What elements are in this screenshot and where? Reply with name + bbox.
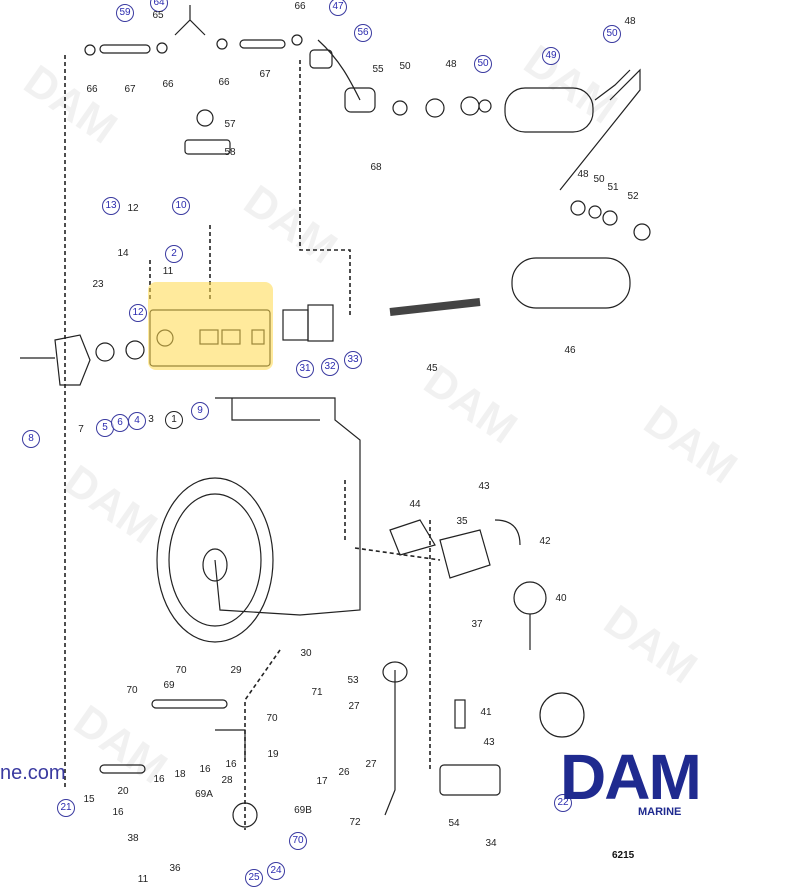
callout-label: 35 [456, 516, 468, 527]
callout-label: 51 [607, 182, 619, 193]
callout-label: 46 [564, 345, 576, 356]
callout-label: 37 [471, 619, 483, 630]
callout-label: 30 [300, 648, 312, 659]
callout-label: 67 [124, 84, 136, 95]
callout-label: 48 [445, 59, 457, 70]
callout-label: 59 [116, 4, 134, 22]
callout-label: 69 [163, 680, 175, 691]
logo-subtitle: MARINE [638, 806, 682, 818]
callout-label: 18 [174, 769, 186, 780]
callout-label: 66 [294, 1, 306, 12]
callout-label: 26 [338, 767, 350, 778]
callout-label: 27 [348, 701, 360, 712]
callout-label: 32 [321, 358, 339, 376]
callout-label: 52 [627, 191, 639, 202]
callout-label: 50 [399, 61, 411, 72]
callout-label: 11 [137, 874, 149, 885]
callout-label: 50 [593, 174, 605, 185]
dam-logo: DAM [560, 741, 702, 813]
callout-label: 23 [92, 279, 104, 290]
callout-label: 17 [316, 776, 328, 787]
callout-label: 66 [162, 79, 174, 90]
callout-label: 48 [577, 169, 589, 180]
callout-label: 2 [165, 245, 183, 263]
callout-label: 25 [245, 869, 263, 887]
callout-label: 9 [191, 402, 209, 420]
callout-label: 16 [112, 807, 124, 818]
callout-label: 68 [370, 162, 382, 173]
callout-label: 15 [83, 794, 95, 805]
callout-label: 7 [78, 424, 84, 435]
callout-label: 16 [153, 774, 165, 785]
callout-label: 70 [289, 832, 307, 850]
callout-label: 48 [624, 16, 636, 27]
callout-label: 1 [165, 411, 183, 429]
callout-label: 66 [86, 84, 98, 95]
callout-label: 45 [426, 363, 438, 374]
callout-label: 70 [126, 685, 138, 696]
callout-label: 41 [480, 707, 492, 718]
callout-label: 12 [129, 304, 147, 322]
callout-label: 72 [349, 817, 361, 828]
callout-label: 36 [169, 863, 181, 874]
callout-label: 66 [218, 77, 230, 88]
callout-label: 3 [148, 414, 154, 425]
callout-label: 47 [329, 0, 347, 16]
callout-label: 33 [344, 351, 362, 369]
callout-label: 71 [311, 687, 323, 698]
callout-label: 8 [22, 430, 40, 448]
callout-label: 44 [409, 499, 421, 510]
callout-label: 34 [485, 838, 497, 849]
callout-label: 43 [478, 481, 490, 492]
callout-label: 20 [117, 786, 129, 797]
callout-label: 58 [224, 147, 236, 158]
callout-label: 11 [162, 266, 174, 277]
callout-label: 31 [296, 360, 314, 378]
callout-label: 49 [542, 47, 560, 65]
callout-label: 6 [111, 414, 129, 432]
figure-number: 6215 [612, 850, 635, 861]
callout-label: 40 [555, 593, 567, 604]
callout-label: 69A [195, 789, 213, 800]
callout-label: 24 [267, 862, 285, 880]
callout-label: 65 [152, 10, 164, 21]
callout-label: 50 [603, 25, 621, 43]
callout-label: 54 [448, 818, 460, 829]
callout-label: 13 [102, 197, 120, 215]
callout-label: 70 [175, 665, 187, 676]
callout-label: 21 [57, 799, 75, 817]
highlighted-part-region [148, 282, 273, 370]
callout-label: 38 [127, 833, 139, 844]
callout-label: 42 [539, 536, 551, 547]
callout-label: 22 [554, 794, 572, 812]
callout-label: 27 [365, 759, 377, 770]
callout-label: 29 [230, 665, 242, 676]
callout-label: 16 [225, 759, 237, 770]
website-text[interactable]: ne.com [0, 762, 66, 784]
callout-label: 67 [259, 69, 271, 80]
callout-label: 70 [266, 713, 278, 724]
callout-label: 43 [483, 737, 495, 748]
callout-label: 55 [372, 64, 384, 75]
callout-label: 12 [127, 203, 139, 214]
callout-label: 19 [267, 749, 279, 760]
callout-label: 57 [224, 119, 236, 130]
callout-label: 14 [117, 248, 129, 259]
callout-label: 28 [221, 775, 233, 786]
callout-label: 16 [199, 764, 211, 775]
callout-label: 4 [128, 412, 146, 430]
callout-label: 56 [354, 24, 372, 42]
callout-label: 50 [474, 55, 492, 73]
callout-label: 10 [172, 197, 190, 215]
callout-label: 53 [347, 675, 359, 686]
callout-label: 69B [294, 805, 312, 816]
